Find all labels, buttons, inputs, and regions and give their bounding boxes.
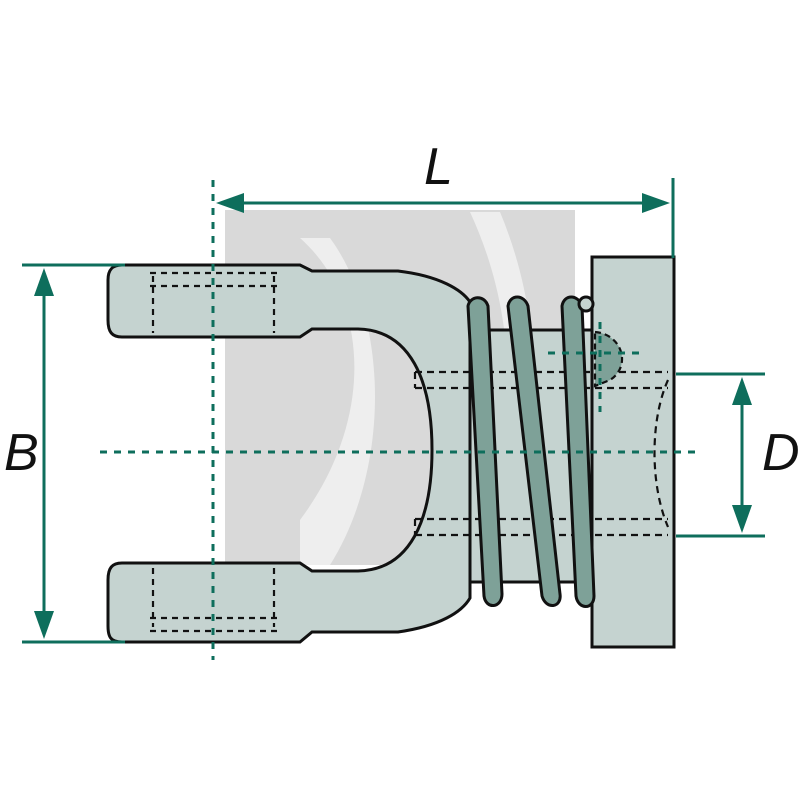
center-lines (100, 180, 700, 660)
dimension-bore (676, 372, 765, 538)
width-label: B (4, 424, 39, 482)
locking-pin (577, 295, 624, 388)
top-ear-bore-hidden-lines (150, 271, 277, 333)
bore-label: D (762, 424, 800, 482)
fork-body (106, 263, 472, 644)
dimension-length (216, 178, 675, 258)
bottom-ear-bore-hidden-lines (150, 568, 277, 633)
dimension-width (22, 263, 125, 644)
length-label: L (424, 138, 453, 196)
